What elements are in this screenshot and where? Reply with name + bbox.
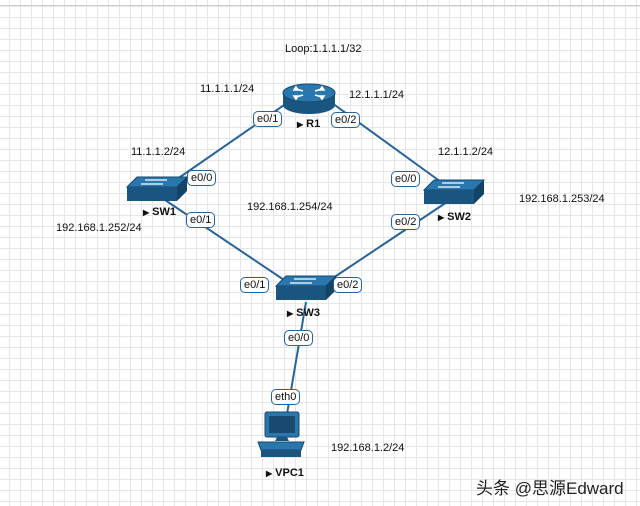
ip-label-sw2-e00: 12.1.1.2/24 [438,146,494,158]
switch-icon[interactable] [422,179,486,204]
node-name-text: SW2 [447,211,471,223]
top-border [0,5,640,6]
play-triangle-icon: ▶ [143,208,150,217]
link-sw2-sw3 [317,199,451,289]
ip-label-sw3-vlan: 192.168.1.254/24 [247,201,333,213]
node-label-r1: ▶R1 [297,118,320,131]
play-triangle-icon: ▶ [297,120,304,129]
switch-icon[interactable] [274,275,338,300]
loopback-label: Loop:1.1.1.1/32 [285,43,362,55]
ip-label-r1-e01: 11.1.1.1/24 [200,83,255,95]
port-badge-r1-e02[interactable]: e0/2 [331,112,361,128]
watermark: 头条 @思源Edward [476,479,624,498]
node-name-text: VPC1 [275,467,304,479]
ip-label-vpc1: 192.168.1.2/24 [331,442,405,454]
port-badge-sw2-e02[interactable]: e0/2 [391,214,421,230]
node-label-sw1: ▶SW1 [143,206,176,219]
port-badge-r1-e01[interactable]: e0/1 [253,111,283,127]
port-badge-sw1-e00[interactable]: e0/0 [187,170,217,186]
play-triangle-icon: ▶ [266,469,273,478]
port-badge-sw1-e01[interactable]: e0/1 [186,212,216,228]
ip-label-r1-e02: 12.1.1.1/24 [349,89,405,101]
switch-icon[interactable] [125,176,189,201]
node-label-sw3: ▶SW3 [287,307,320,320]
node-name-text: R1 [306,118,321,130]
play-triangle-icon: ▶ [438,213,445,222]
port-badge-vpc1-eth0[interactable]: eth0 [271,389,301,405]
port-badge-sw3-e01[interactable]: e0/1 [240,277,270,293]
port-badge-sw3-e02[interactable]: e0/2 [333,277,363,293]
ip-label-sw1-e00: 11.1.1.2/24 [131,146,186,158]
play-triangle-icon: ▶ [287,309,294,318]
router-icon[interactable] [282,83,336,114]
port-badge-sw2-e00[interactable]: e0/0 [391,171,421,187]
node-name-text: SW3 [296,307,320,319]
node-label-sw2: ▶SW2 [438,211,471,224]
port-badge-sw3-e00[interactable]: e0/0 [284,330,314,346]
node-label-vpc1: ▶VPC1 [266,467,304,480]
node-name-text: SW1 [152,206,176,218]
ip-label-sw1-vlan: 192.168.1.252/24 [56,222,142,234]
ip-label-sw2-vlan: 192.168.1.253/24 [519,193,605,205]
computer-icon[interactable] [257,411,305,457]
